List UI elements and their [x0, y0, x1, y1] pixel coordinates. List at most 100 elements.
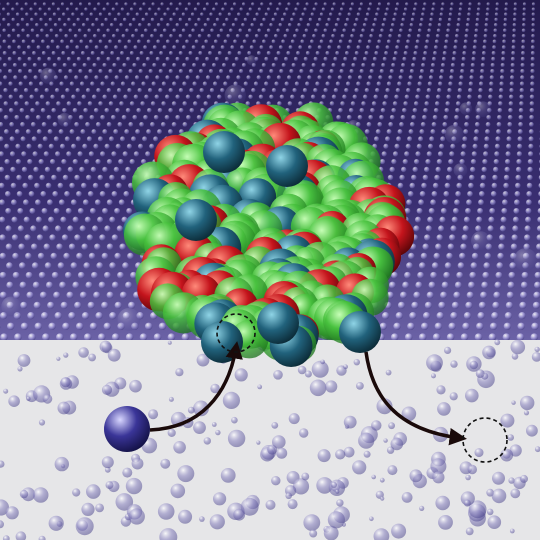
substrate-atom: [50, 94, 55, 100]
impurity-atom: [148, 409, 159, 420]
substrate-atom: [23, 216, 30, 223]
impurity-atom: [510, 339, 526, 355]
substrate-atom: [404, 45, 409, 50]
substrate-atom: [290, 39, 295, 44]
substrate-atom: [78, 2, 83, 6]
substrate-atom: [19, 107, 25, 113]
substrate-atom: [46, 199, 53, 206]
substrate-atom: [427, 28, 432, 33]
substrate-atom: [241, 62, 246, 68]
substrate-atom: [230, 45, 235, 50]
substrate-atom: [432, 2, 436, 6]
substrate-atom: [62, 174, 69, 181]
impurity-atom: [122, 467, 133, 478]
vacancy-icon: [216, 313, 256, 353]
substrate-atom: [79, 166, 85, 173]
substrate-atom: [395, 312, 403, 320]
substrate-atom: [168, 69, 173, 74]
substrate-atom: [194, 39, 199, 44]
substrate-atom: [236, 75, 241, 80]
substrate-atom: [66, 56, 71, 61]
substrate-atom: [422, 243, 429, 250]
substrate-atom: [64, 136, 70, 142]
substrate-atom: [198, 69, 204, 74]
substrate-atom: [292, 88, 297, 93]
substrate-atom: [74, 234, 81, 241]
substrate-atom: [101, 301, 109, 309]
substrate-atom: [104, 271, 111, 279]
substrate-atom: [200, 12, 204, 16]
substrate-atom: [21, 166, 28, 173]
substrate-atom: [303, 7, 307, 11]
substrate-atom: [292, 33, 297, 38]
substrate-atom: [2, 28, 6, 33]
substrate-atom: [397, 81, 402, 86]
substrate-atom: [158, 88, 163, 93]
substrate-atom: [390, 333, 399, 341]
impurity-atom: [336, 499, 344, 507]
substrate-atom: [6, 262, 13, 269]
substrate-atom: [395, 88, 401, 93]
substrate-atom: [364, 51, 369, 55]
substrate-atom: [258, 94, 264, 100]
substrate-atom: [406, 88, 411, 93]
substrate-atom: [106, 158, 113, 165]
substrate-atom: [351, 28, 356, 33]
substrate-atom: [118, 69, 123, 74]
substrate-atom: [234, 17, 238, 22]
substrate-atom: [317, 45, 322, 50]
impurity-atom: [465, 527, 474, 536]
substrate-atom: [40, 312, 49, 320]
substrate-atom: [493, 291, 501, 299]
substrate-atom: [533, 291, 540, 299]
substrate-atom: [449, 151, 455, 157]
substrate-atom: [307, 75, 312, 80]
substrate-atom: [178, 69, 183, 74]
substrate-atom: [323, 56, 328, 61]
substrate-atom: [130, 271, 137, 279]
substrate-atom: [116, 88, 122, 93]
substrate-atom: [189, 107, 195, 113]
substrate-atom: [178, 51, 183, 55]
substrate-atom: [529, 107, 535, 113]
substrate-atom: [516, 151, 523, 157]
substrate-atom: [134, 28, 139, 33]
substrate-atom: [160, 2, 164, 6]
substrate-atom: [319, 39, 324, 44]
substrate-atom: [516, 333, 525, 341]
substrate-atom: [178, 88, 184, 93]
substrate-atom: [100, 81, 105, 86]
substrate-atom: [109, 23, 114, 27]
impurity-atom: [256, 440, 261, 445]
substrate-atom: [150, 17, 155, 22]
substrate-atom: [87, 301, 95, 309]
impurity-atom: [435, 495, 451, 511]
substrate-atom: [146, 129, 152, 135]
substrate-atom: [169, 33, 173, 38]
substrate-atom: [19, 281, 27, 289]
substrate-atom: [499, 225, 506, 232]
substrate-atom: [506, 143, 512, 149]
substrate-atom: [509, 262, 517, 269]
impurity-atom: [271, 422, 279, 429]
substrate-atom: [513, 12, 517, 16]
substrate-atom: [35, 216, 42, 223]
substrate-atom: [62, 322, 70, 331]
substrate-atom: [8, 69, 13, 74]
substrate-atom: [29, 7, 33, 11]
substrate-atom: [377, 122, 383, 127]
substrate-atom: [401, 17, 405, 22]
substrate-atom: [427, 143, 434, 149]
impurity-atom: [444, 124, 464, 144]
substrate-atom: [69, 333, 78, 341]
impurity-atom: [450, 360, 458, 368]
substrate-atom: [420, 322, 429, 331]
substrate-atom: [0, 2, 1, 6]
impurity-atom: [167, 428, 176, 437]
substrate-atom: [71, 51, 76, 55]
impurity-atom: [371, 474, 377, 480]
substrate-atom: [36, 45, 41, 50]
substrate-atom: [237, 51, 242, 55]
substrate-atom: [113, 17, 118, 22]
